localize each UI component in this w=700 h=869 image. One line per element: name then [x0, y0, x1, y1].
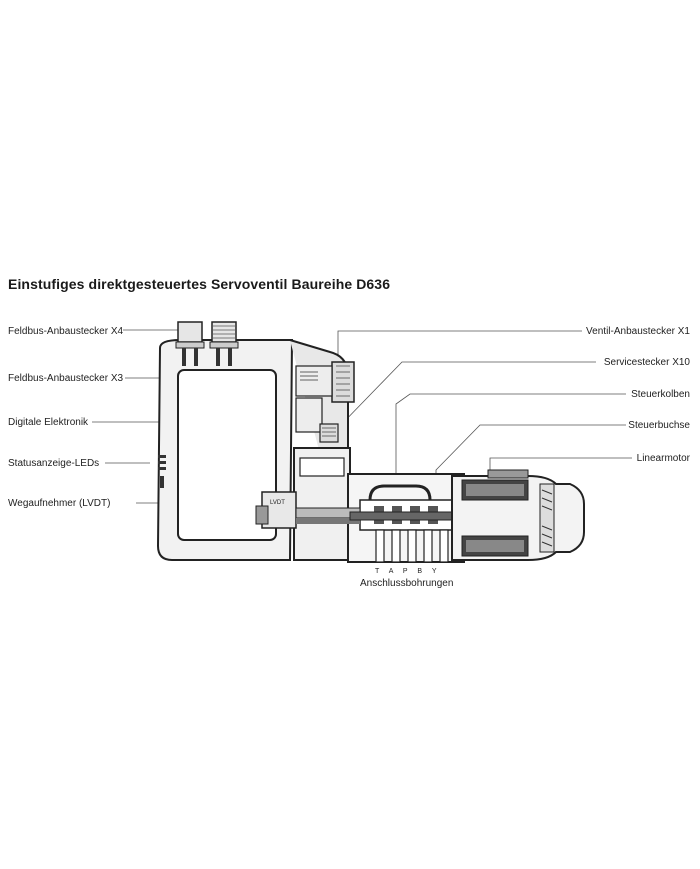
- label-wegaufnehmer: Wegaufnehmer (LVDT): [8, 498, 111, 509]
- valve-body: [293, 447, 465, 563]
- port-letters: T A P B Y: [375, 568, 441, 575]
- label-statusanzeige-leds: Statusanzeige-LEDs: [8, 458, 100, 469]
- connector-x3: [209, 321, 239, 366]
- label-digitale-elektronik: Digitale Elektronik: [8, 417, 89, 428]
- electronics-housing: [156, 339, 349, 561]
- connector-x4: [175, 321, 205, 366]
- label-steuerkolben: Steuerkolben: [631, 389, 690, 400]
- label-ventil-x1: Ventil-Anbaustecker X1: [586, 326, 690, 337]
- connector-x10: [295, 397, 339, 443]
- label-anschlussbohrungen: Anschlussbohrungen: [360, 578, 454, 589]
- lvdt-sensor: LVDT: [255, 491, 361, 529]
- label-steuerbuchse: Steuerbuchse: [628, 420, 690, 431]
- label-feldbus-x4: Feldbus-Anbaustecker X4: [8, 326, 124, 337]
- diagram-title: Einstufiges direktgesteuertes Servoventi…: [8, 276, 391, 292]
- connector-x1: [295, 361, 355, 403]
- label-servicestecker-x10: Servicestecker X10: [603, 357, 690, 368]
- label-linearmotor: Linearmotor: [636, 453, 690, 464]
- label-feldbus-x3: Feldbus-Anbaustecker X3: [8, 373, 124, 384]
- lvdt-tag: LVDT: [270, 500, 285, 506]
- linear-motor: [451, 469, 585, 561]
